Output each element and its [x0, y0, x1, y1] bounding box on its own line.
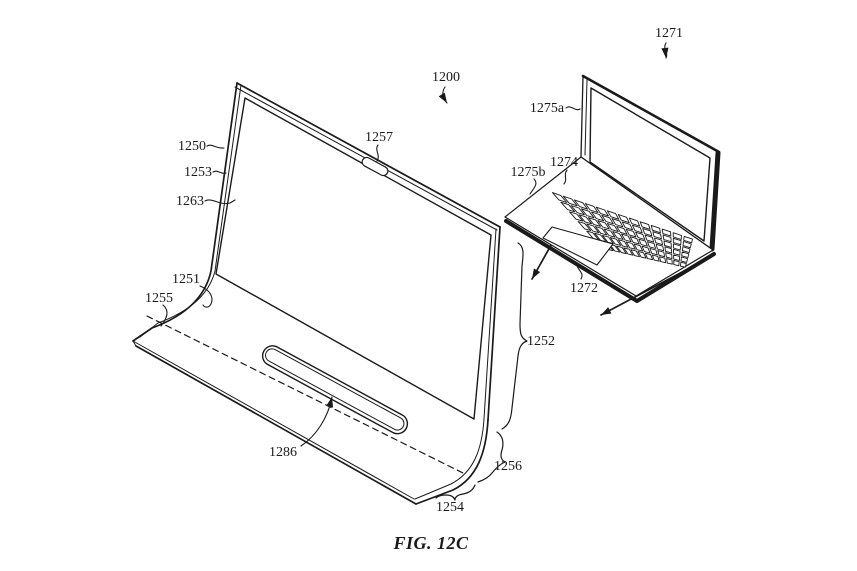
device-left-edge-inner: [139, 84, 242, 338]
leader-1255: [160, 304, 168, 327]
ref-label-1263: 1263: [176, 194, 204, 209]
laptop-base-side-band: [504, 219, 716, 303]
laptop-lid-right-edge: [709, 150, 721, 252]
ref-label-1256: 1256: [494, 459, 522, 474]
leader-1275b: [529, 178, 537, 195]
device-right-edge: [487, 226, 501, 421]
leader-1253: [212, 170, 227, 174]
leader-1274: [563, 169, 568, 185]
figure-caption: FIG. 12C: [392, 533, 469, 553]
ref-label-1272: 1272: [570, 281, 598, 296]
leader-lines: [160, 42, 668, 501]
leader-1250: [206, 144, 225, 149]
ref-label-1271: 1271: [655, 26, 683, 41]
leader-1251: [199, 285, 213, 308]
laptop-trackpad: [542, 226, 614, 266]
ref-label-1251: 1251: [172, 272, 200, 287]
device-right-edge-inner: [483, 228, 497, 420]
leader-1272: [576, 262, 583, 280]
ref-label-1200: 1200: [432, 70, 460, 85]
base-bottom-silhouette: [135, 345, 417, 505]
laptop-drawing: [504, 74, 721, 303]
ref-label-1257: 1257: [365, 130, 393, 145]
base-front-edge: [132, 340, 415, 500]
leader-1275a: [565, 106, 581, 111]
ref-label-1275b: 1275b: [511, 165, 546, 180]
ref-label-1252: 1252: [527, 334, 555, 349]
dock-slot-inner: [265, 348, 405, 431]
arrowhead: [438, 92, 447, 103]
brace-1252: [501, 242, 528, 430]
display-screen-outline: [215, 97, 492, 420]
ref-label-1286: 1286: [269, 445, 297, 460]
ref-label-1274: 1274: [550, 155, 578, 170]
all-in-one-device-drawing: [132, 82, 501, 505]
camera-module: [361, 156, 389, 177]
ref-label-1275a: 1275a: [530, 101, 565, 116]
arrowhead: [532, 268, 541, 279]
base-bend-dashed-line: [146, 315, 466, 475]
base-left-tip: [132, 340, 137, 347]
leader-1263: [204, 199, 236, 205]
device-top-edge: [236, 82, 501, 228]
reference-labels: 1200 1271 1250 1253 1263 1257 1251 1255 …: [145, 26, 683, 553]
arrowhead: [661, 47, 669, 58]
laptop-lid-left-inner-line: [584, 79, 588, 156]
laptop-lid-top-edge: [581, 74, 721, 154]
laptop-screen: [589, 87, 711, 242]
ref-label-1254: 1254: [436, 500, 464, 515]
ref-label-1255: 1255: [145, 291, 173, 306]
brace-1254: [435, 484, 476, 501]
device-bottom-right-bend-inner: [414, 418, 485, 500]
arrowhead: [601, 307, 612, 315]
brace-1256: [477, 431, 506, 483]
arrowheads: [326, 47, 669, 408]
device-bottom-right-bend: [415, 419, 489, 505]
ref-label-1253: 1253: [184, 165, 212, 180]
arrowhead: [326, 397, 334, 408]
leader-1257: [376, 144, 379, 162]
laptop-keyboard: [551, 192, 693, 268]
ref-label-1250: 1250: [178, 139, 206, 154]
